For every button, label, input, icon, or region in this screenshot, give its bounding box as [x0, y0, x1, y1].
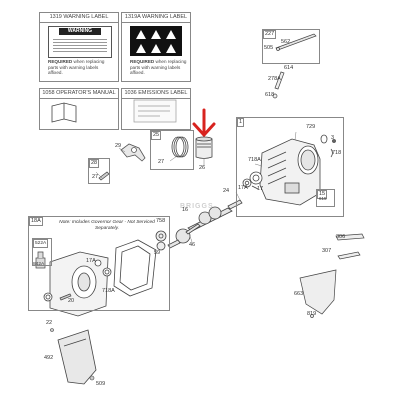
callout-718[interactable]: 718 — [332, 150, 342, 156]
callout-505[interactable]: 505 — [264, 45, 274, 51]
group-28-label: 28 — [89, 159, 100, 168]
shroud-icon — [299, 233, 365, 318]
seal-729-icon — [320, 134, 336, 158]
emissions-label-part[interactable]: 1036 EMISSIONS LABEL — [121, 88, 191, 130]
callout-729[interactable]: 729 — [306, 124, 316, 130]
callout-509[interactable]: 509 — [96, 381, 106, 387]
operators-manual-part[interactable]: 1058 OPERATOR'S MANUAL — [39, 88, 119, 130]
emissions-label-icon — [133, 99, 177, 123]
gear-icon — [155, 230, 167, 251]
required-detail: when replacing parts with warning labels… — [48, 59, 105, 76]
group-1-label: 1 — [237, 118, 245, 127]
seal-17a-icon — [43, 259, 112, 302]
callout-27-b[interactable]: 27 — [92, 174, 99, 180]
callout-618[interactable]: 618 — [265, 92, 275, 98]
gasket-icon — [113, 239, 157, 297]
warning-sticker-icon: WARNING — [48, 26, 112, 58]
cylinder-block-icon — [259, 138, 321, 206]
group-1-box[interactable]: 1 — [236, 117, 344, 217]
group-18a-box[interactable]: 18A Note: Includes Governor Gear - Not S… — [28, 216, 170, 311]
required-text: REQUIRED — [48, 59, 73, 64]
callout-29[interactable]: 29 — [115, 143, 122, 149]
group-522a-box[interactable]: 522A — [32, 238, 52, 266]
callout-492[interactable]: 492 — [44, 355, 54, 361]
dipstick-tube-icon — [272, 71, 285, 99]
group-227-label: 227 — [263, 30, 277, 39]
group-522a-label: 522A — [33, 239, 49, 248]
callout-17[interactable]: 17 — [257, 186, 264, 192]
governor-assembly-icon — [35, 251, 46, 269]
required-text-2: REQUIRED — [130, 59, 155, 64]
callout-27-a[interactable]: 27 — [158, 159, 165, 165]
callout-16[interactable]: 16 — [182, 207, 189, 213]
manual-book-icon — [51, 102, 77, 123]
callout-17a-2[interactable]: 17A — [86, 258, 96, 264]
callout-20[interactable]: 20 — [68, 298, 75, 304]
callout-615[interactable]: 615 — [319, 196, 327, 201]
governor-gear-note: Note: Includes Governor Gear - Not Servi… — [59, 220, 155, 231]
operators-manual-title: 1058 OPERATOR'S MANUAL — [40, 89, 118, 99]
callout-17a[interactable]: 17A — [238, 185, 248, 191]
governor-arm-icon — [120, 143, 146, 162]
crankcase-cover-icon — [49, 251, 109, 317]
required-detail-2: when replacing parts with warning labels… — [130, 59, 187, 76]
callout-26[interactable]: 26 — [199, 165, 206, 171]
warning-lines — [53, 37, 107, 54]
callout-819[interactable]: 819 — [307, 311, 317, 317]
piston-ring-set-icon — [171, 136, 189, 158]
bolt-icon — [59, 293, 72, 301]
warning-label-1319-title: 1319 WARNING LABEL — [40, 13, 118, 23]
group-28-box[interactable]: 28 — [88, 158, 110, 184]
group-25-box[interactable]: 25 — [150, 130, 194, 170]
callout-842a[interactable]: 842A — [33, 262, 45, 267]
emissions-label-title: 1036 EMISSIONS LABEL — [122, 89, 190, 99]
warning-label-1319a[interactable]: 1319A WARNING LABEL REQUIRED when replac… — [121, 12, 191, 82]
hazard-symbols-icon — [130, 26, 182, 56]
callout-278a[interactable]: 278A — [268, 76, 281, 82]
callout-758[interactable]: 758 — [156, 218, 166, 224]
callout-614[interactable]: 614 — [284, 65, 294, 71]
callout-22[interactable]: 22 — [46, 320, 53, 326]
group-227-box[interactable]: 227 — [262, 29, 320, 64]
callout-307[interactable]: 307 — [322, 248, 332, 254]
bearing-icon — [242, 178, 259, 190]
callout-718a[interactable]: 718A — [248, 157, 261, 163]
group-25-label: 25 — [151, 131, 162, 140]
oil-seal-icon — [249, 171, 263, 185]
group-15-box[interactable]: 15 — [316, 189, 335, 207]
callout-24[interactable]: 24 — [223, 188, 230, 194]
warning-label-1319[interactable]: 1319 WARNING LABEL WARNING REQUIRED when… — [39, 12, 119, 82]
warning-label-1319a-note: REQUIRED when replacing parts with warni… — [130, 59, 188, 76]
callout-3[interactable]: 3 — [331, 135, 335, 141]
warning-label-1319-note: REQUIRED when replacing parts with warni… — [48, 59, 114, 76]
callout-562[interactable]: 562 — [281, 39, 291, 45]
warning-label-1319a-title: 1319A WARNING LABEL — [122, 13, 190, 23]
callout-718a-2[interactable]: 718A — [102, 288, 115, 294]
brand-watermark: BRIGGS — [180, 203, 214, 210]
warning-tag: WARNING — [59, 28, 101, 35]
camshaft-icon — [167, 223, 201, 249]
group-15-label: 15 — [317, 190, 328, 199]
dipstick-icon — [275, 33, 317, 51]
group-18a-label: 18A — [29, 217, 43, 226]
sump-cover-icon — [57, 329, 97, 385]
screw-icon — [50, 328, 95, 381]
callout-663[interactable]: 663 — [294, 291, 304, 297]
callout-59[interactable]: 59 — [154, 250, 161, 256]
callout-306[interactable]: 306 — [336, 234, 346, 240]
red-arrow-icon — [192, 108, 216, 138]
piston-icon — [195, 136, 213, 159]
callout-46[interactable]: 46 — [189, 242, 196, 248]
